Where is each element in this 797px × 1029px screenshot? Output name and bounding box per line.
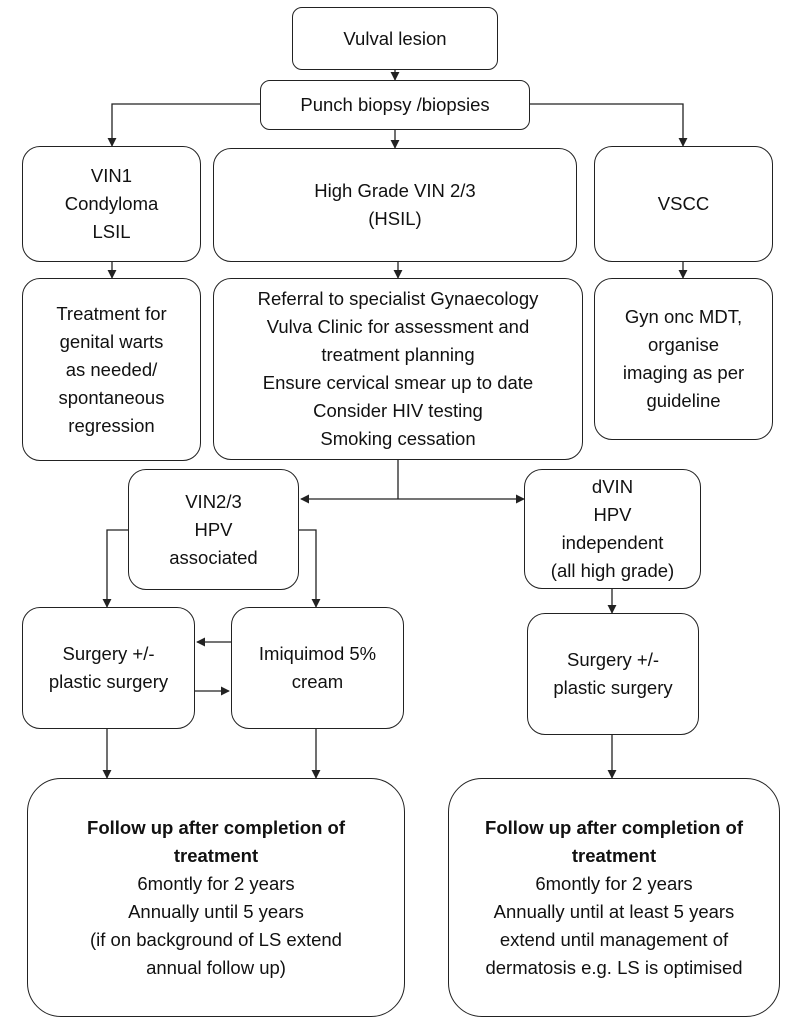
- surgery-left-line: plastic surgery: [48, 671, 169, 692]
- surgery-right-box: Surgery +/- plastic surgery: [527, 613, 699, 735]
- followup-left-box: Follow up after completion of treatment …: [27, 778, 405, 1017]
- dvin-line: HPV: [593, 504, 632, 525]
- referral-line: Smoking cessation: [320, 428, 476, 449]
- imiquimod-box: Imiquimod 5% cream: [231, 607, 404, 729]
- followup-left-heading: Follow up after completion of: [87, 816, 345, 838]
- imiquimod-line: cream: [291, 671, 344, 692]
- followup-left-line: Annually until 5 years: [128, 900, 304, 922]
- gyn-onc-line: imaging as per: [622, 362, 745, 383]
- vin23-line: HPV: [194, 518, 233, 540]
- surgery-right-line: plastic surgery: [553, 677, 673, 698]
- referral-line: Ensure cervical smear up to date: [262, 372, 534, 393]
- vin1-line: VIN1: [90, 165, 133, 186]
- gyn-onc-box: Gyn onc MDT, organise imaging as per gui…: [594, 278, 773, 440]
- gyn-onc-line: organise: [648, 334, 719, 355]
- genital-warts-line: Treatment for: [56, 302, 167, 324]
- referral-line: treatment planning: [321, 344, 475, 365]
- genital-warts-line: spontaneous: [58, 386, 165, 408]
- surgery-left-line: Surgery +/-: [62, 643, 155, 664]
- followup-right-box: Follow up after completion of treatment …: [448, 778, 780, 1017]
- followup-left-line: (if on background of LS extend: [90, 928, 342, 950]
- followup-left-heading: treatment: [173, 844, 259, 866]
- punch-biopsy-box: Punch biopsy /biopsies: [260, 80, 530, 130]
- high-grade-box: High Grade VIN 2/3 (HSIL): [213, 148, 577, 262]
- vin23-hpv-box: VIN2/3 HPV associated: [128, 469, 299, 590]
- followup-left-line: 6montly for 2 years: [137, 872, 295, 894]
- gyn-onc-line: guideline: [646, 390, 721, 411]
- surgery-right-line: Surgery +/-: [566, 649, 660, 670]
- vin1-line: Condyloma: [64, 193, 159, 214]
- dvin-line: dVIN: [591, 476, 634, 497]
- dvin-line: (all high grade): [550, 560, 675, 581]
- referral-line: Referral to specialist Gynaecology: [257, 288, 539, 309]
- genital-warts-line: genital warts: [59, 330, 164, 352]
- referral-line: Consider HIV testing: [313, 400, 483, 421]
- vin1-line: LSIL: [92, 221, 131, 242]
- genital-warts-line: as needed/: [65, 358, 158, 380]
- gyn-onc-line: Gyn onc MDT,: [624, 306, 743, 327]
- vin1-box: VIN1 Condyloma LSIL: [22, 146, 201, 262]
- arrow-vin23-to-surgery: [102, 529, 128, 608]
- referral-box: Referral to specialist Gynaecology Vulva…: [213, 278, 583, 460]
- vscc-label: VSCC: [657, 193, 710, 214]
- vin23-line: associated: [169, 546, 258, 568]
- followup-right-line: 6montly for 2 years: [535, 872, 693, 894]
- genital-warts-box: Treatment for genital warts as needed/ s…: [22, 278, 201, 461]
- high-grade-line: (HSIL): [368, 208, 422, 229]
- dvin-box: dVIN HPV independent (all high grade): [524, 469, 701, 589]
- genital-warts-line: regression: [68, 414, 155, 436]
- followup-right-heading: treatment: [571, 844, 657, 866]
- dvin-line: independent: [561, 532, 664, 553]
- followup-right-line: extend until management of: [499, 928, 729, 950]
- punch-biopsy-label: Punch biopsy /biopsies: [300, 94, 490, 115]
- vulval-lesion-label: Vulval lesion: [343, 27, 447, 49]
- referral-line: Vulva Clinic for assessment and: [266, 316, 530, 337]
- followup-right-line: dermatosis e.g. LS is optimised: [485, 956, 743, 978]
- followup-right-heading: Follow up after completion of: [485, 816, 743, 838]
- followup-right-line: Annually until at least 5 years: [493, 900, 735, 922]
- arrow-biopsy-to-vin1: [107, 103, 260, 147]
- vin23-line: VIN2/3: [185, 490, 242, 512]
- followup-left-line: annual follow up): [146, 956, 286, 978]
- surgery-left-box: Surgery +/- plastic surgery: [22, 607, 195, 729]
- arrow-biopsy-to-vscc: [530, 103, 688, 147]
- vulval-lesion-box: Vulval lesion: [292, 7, 498, 70]
- imiquimod-line: Imiquimod 5%: [258, 643, 377, 664]
- vscc-box: VSCC: [594, 146, 773, 262]
- arrow-vin23-to-imiquimod: [299, 529, 321, 608]
- high-grade-line: High Grade VIN 2/3: [314, 180, 476, 201]
